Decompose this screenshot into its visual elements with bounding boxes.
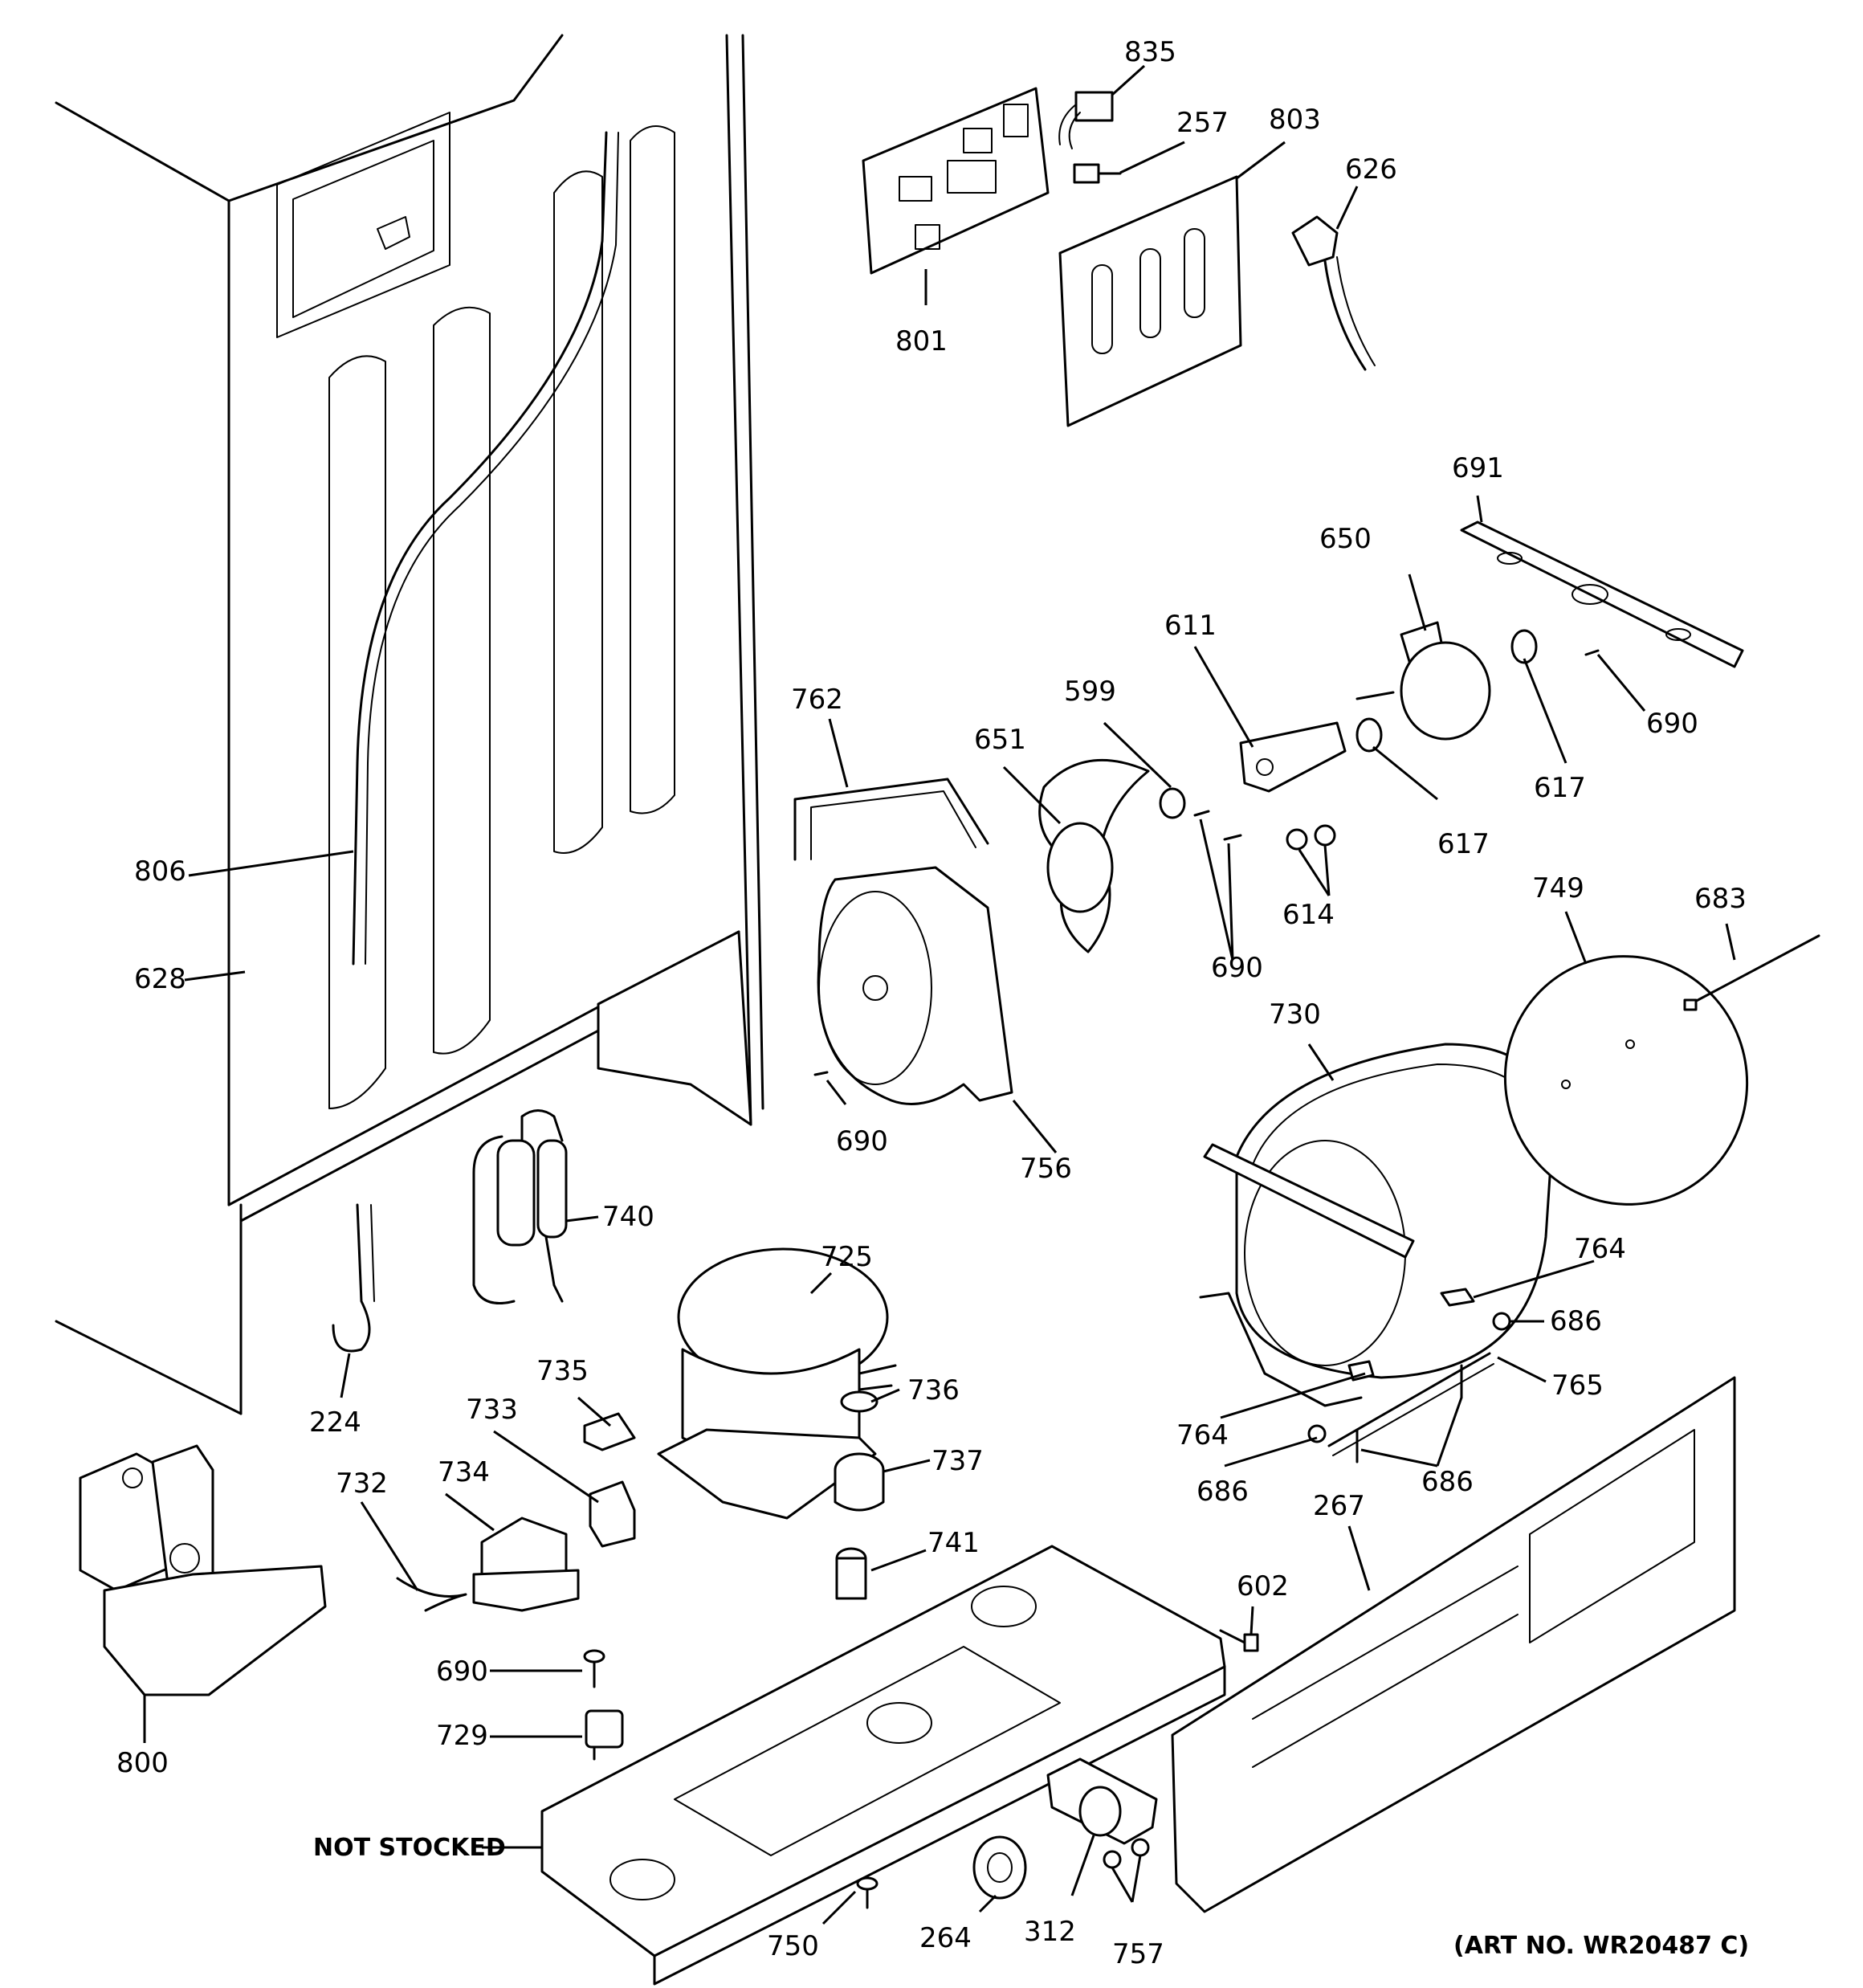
cover-749	[1503, 955, 1749, 1206]
thermistor	[1073, 163, 1122, 184]
label-690-a: 690	[1646, 708, 1698, 740]
bracket-691	[1460, 520, 1744, 668]
label-740: 740	[602, 1201, 654, 1233]
label-756: 756	[1020, 1153, 1072, 1185]
screw-750	[856, 1876, 879, 1909]
label-750: 750	[767, 1930, 819, 1962]
grommet-617-upper	[1510, 629, 1538, 664]
label-765: 765	[1551, 1370, 1604, 1402]
label-224: 224	[309, 1406, 361, 1439]
fan-blade	[1038, 758, 1150, 953]
grommets-614	[1286, 824, 1336, 851]
compressor	[657, 1247, 897, 1520]
label-611: 611	[1164, 610, 1217, 642]
overload-735	[583, 1412, 636, 1451]
label-734: 734	[438, 1456, 490, 1488]
not-stocked-note: NOT STOCKED	[313, 1834, 506, 1862]
label-732: 732	[336, 1468, 388, 1500]
wire-harness	[1058, 91, 1114, 149]
callout-labels: 835 257 803 626 801 691 650 611 690 617 …	[116, 36, 1749, 1970]
label-312: 312	[1024, 1916, 1076, 1948]
motor-bracket-611	[1239, 721, 1347, 793]
water-valve-800	[79, 1444, 327, 1696]
rear-grille-267	[1171, 1376, 1736, 1913]
label-690-d: 690	[436, 1655, 488, 1688]
label-806: 806	[134, 855, 186, 888]
label-617-b: 617	[1437, 828, 1490, 860]
grommet-736	[840, 1390, 879, 1413]
label-730: 730	[1269, 998, 1321, 1031]
label-803: 803	[1269, 104, 1321, 136]
clip-732	[396, 1577, 467, 1612]
spacer-599	[1159, 787, 1186, 819]
cable-tie-683	[1683, 934, 1820, 1011]
capacitor-734	[472, 1517, 580, 1612]
label-690-c: 690	[836, 1125, 888, 1157]
control-cover	[1058, 175, 1242, 427]
label-686-c: 686	[1421, 1466, 1474, 1498]
label-835: 835	[1124, 36, 1176, 68]
label-626: 626	[1345, 153, 1397, 186]
spacer-741	[835, 1547, 867, 1600]
roller-bracket-312	[1046, 1757, 1158, 1845]
roller-264	[972, 1835, 1027, 1900]
label-651: 651	[974, 724, 1026, 756]
label-264: 264	[919, 1922, 972, 1954]
screw-690-shroud	[813, 1071, 829, 1076]
label-650: 650	[1319, 523, 1372, 555]
art-number: (ART NO. WR20487 C)	[1453, 1932, 1749, 1960]
tube-762	[793, 778, 989, 861]
screws-690	[1193, 649, 1600, 841]
label-617-a: 617	[1534, 772, 1586, 804]
label-691: 691	[1452, 452, 1504, 484]
condenser	[1199, 1043, 1555, 1407]
drain-tube-224	[332, 1203, 375, 1353]
label-800: 800	[116, 1747, 169, 1779]
fan-shroud	[817, 866, 1013, 1105]
label-602: 602	[1237, 1570, 1289, 1602]
label-599: 599	[1064, 676, 1116, 708]
label-628: 628	[134, 963, 186, 995]
label-257: 257	[1176, 107, 1229, 139]
power-cord	[1291, 215, 1376, 371]
label-762: 762	[791, 684, 843, 716]
label-749: 749	[1532, 872, 1584, 904]
label-686-b: 686	[1196, 1476, 1249, 1508]
label-764-a: 764	[1574, 1233, 1626, 1265]
label-725: 725	[821, 1241, 873, 1273]
base-plate	[540, 1545, 1226, 1986]
label-736: 736	[907, 1374, 960, 1406]
label-614: 614	[1282, 899, 1335, 931]
label-757: 757	[1112, 1938, 1164, 1970]
label-741: 741	[927, 1527, 980, 1559]
label-690-b: 690	[1211, 952, 1263, 984]
label-801: 801	[895, 325, 948, 357]
label-729: 729	[436, 1720, 488, 1752]
grommet-737	[834, 1452, 885, 1512]
drier	[472, 1109, 568, 1304]
control-board	[862, 87, 1050, 275]
relay-733	[589, 1480, 636, 1548]
screw-690-base	[583, 1649, 605, 1688]
brackets-764-765	[1307, 1288, 1511, 1463]
label-764-b: 764	[1176, 1419, 1229, 1451]
label-267: 267	[1313, 1490, 1365, 1522]
label-683: 683	[1694, 883, 1747, 915]
capacitor-729	[585, 1709, 624, 1761]
cabinet-back	[55, 34, 764, 1415]
fan-motor	[1355, 621, 1491, 741]
label-737: 737	[932, 1445, 984, 1477]
leader-lines	[143, 64, 1736, 1925]
label-686-a: 686	[1550, 1305, 1602, 1337]
label-733: 733	[466, 1394, 518, 1426]
grommet-617-lower	[1355, 717, 1383, 753]
label-735: 735	[536, 1355, 589, 1387]
